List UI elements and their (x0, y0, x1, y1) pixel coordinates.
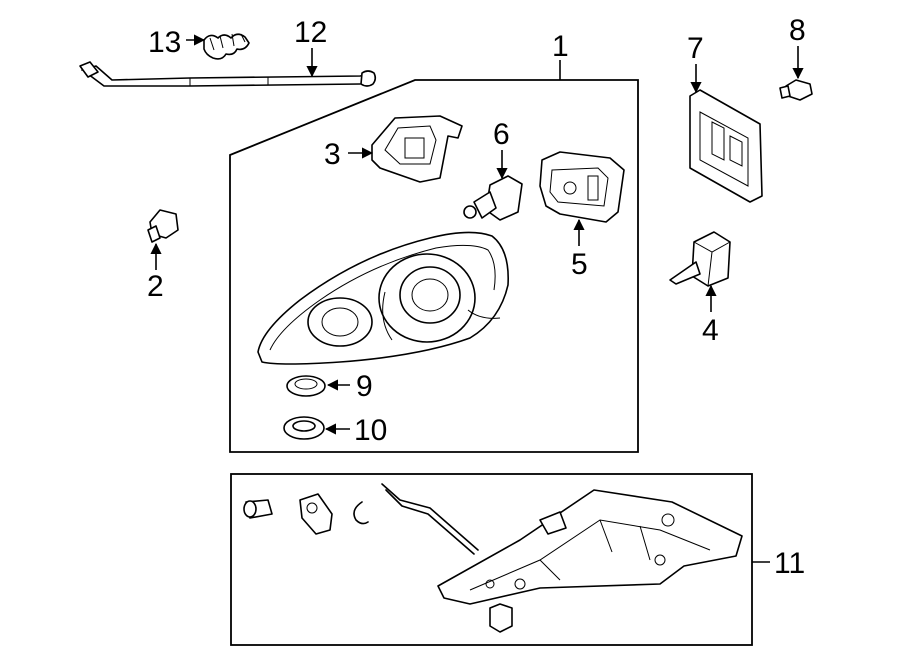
callout-6: 6 (493, 118, 510, 151)
part-3-socket-holder (371, 115, 463, 183)
part-8-screw (779, 79, 813, 101)
callout-10: 10 (354, 414, 387, 447)
part-6-bulb (463, 175, 523, 221)
callout-8: 8 (789, 14, 806, 47)
part-7-ballast (689, 89, 763, 203)
callout-7: 7 (687, 32, 704, 65)
part-13-clip (203, 33, 250, 60)
callout-11: 11 (774, 547, 805, 580)
callout-9: 9 (356, 370, 373, 403)
part-10-seal (283, 416, 325, 440)
part-9-grommet (286, 375, 326, 397)
part-5-control-module (539, 151, 625, 223)
part-12-adjuster-cable (79, 61, 377, 87)
part-2-bulb (147, 209, 179, 243)
mounting-hardware-frame (230, 473, 753, 646)
part-11-mounting-hardware (243, 483, 743, 633)
callout-4: 4 (702, 314, 719, 347)
callout-1: 1 (552, 30, 569, 63)
callout-12: 12 (294, 16, 327, 49)
callout-3: 3 (324, 138, 341, 171)
leader-lines (150, 34, 804, 563)
part-4-xenon-bulb (669, 231, 731, 287)
callout-2: 2 (147, 270, 164, 303)
headlamp-assembly-frame (229, 79, 639, 453)
callout-5: 5 (571, 248, 588, 281)
headlamp-housing (257, 231, 509, 365)
callout-13: 13 (148, 26, 181, 59)
